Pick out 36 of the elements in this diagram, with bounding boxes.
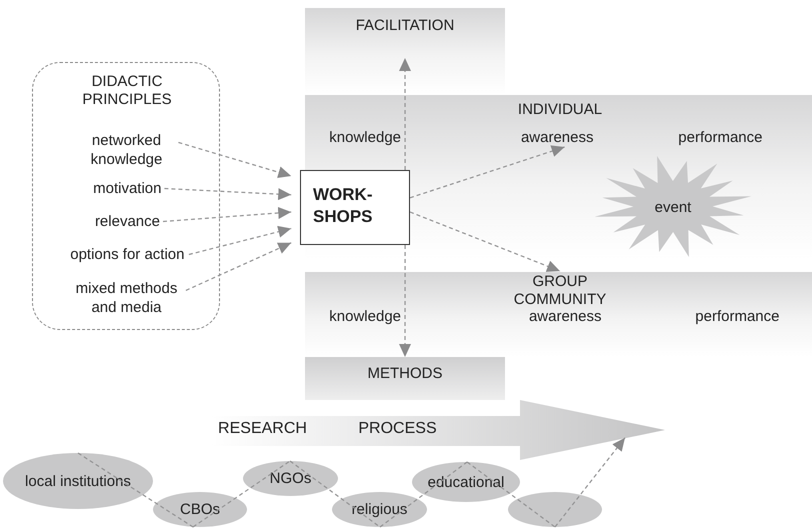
- ellipse-shape: [508, 492, 602, 527]
- ellipse-label: NGOs: [243, 461, 338, 496]
- item-label: awareness: [528, 307, 602, 326]
- dashed-arrow: [399, 58, 411, 170]
- item-label: performance: [677, 128, 764, 147]
- band-heading: DIDACTIC PRINCIPLES: [81, 73, 173, 109]
- event-label: event: [654, 199, 692, 217]
- gradient-band: [305, 357, 505, 400]
- ellipse-label: educational: [412, 462, 520, 502]
- item-label: relevance: [94, 212, 161, 231]
- band-heading: FACILITATION: [354, 17, 456, 35]
- band-heading: INDIVIDUAL: [516, 101, 604, 119]
- item-label: mixed methods and media: [70, 279, 182, 317]
- item-label: knowledge: [328, 128, 402, 147]
- item-label: awareness: [520, 128, 594, 147]
- dashed-rounded-box: [32, 62, 220, 330]
- item-label: options for action: [69, 245, 186, 264]
- dashed-arrow: [188, 226, 292, 256]
- dashed-arrow: [554, 437, 626, 528]
- item-label: motivation: [92, 179, 162, 198]
- dashed-arrow: [178, 142, 292, 178]
- dashed-arrow: [410, 211, 560, 272]
- dashed-arrow: [164, 188, 292, 200]
- dashed-arrow: [162, 206, 292, 222]
- dashed-arrow: [399, 245, 411, 357]
- ellipse-label: religious: [332, 492, 427, 527]
- dashed-arrow: [186, 242, 292, 291]
- band-heading: METHODS: [366, 365, 444, 383]
- ellipse-label: local institutions: [3, 453, 153, 509]
- process-label: PROCESS: [357, 420, 438, 438]
- item-label: performance: [694, 307, 780, 326]
- dashed-arrow: [410, 145, 565, 198]
- item-label: networked knowledge: [78, 131, 176, 169]
- ellipse-label: CBOs: [153, 492, 247, 527]
- process-label: RESEARCH: [217, 420, 308, 438]
- item-label: knowledge: [328, 307, 402, 326]
